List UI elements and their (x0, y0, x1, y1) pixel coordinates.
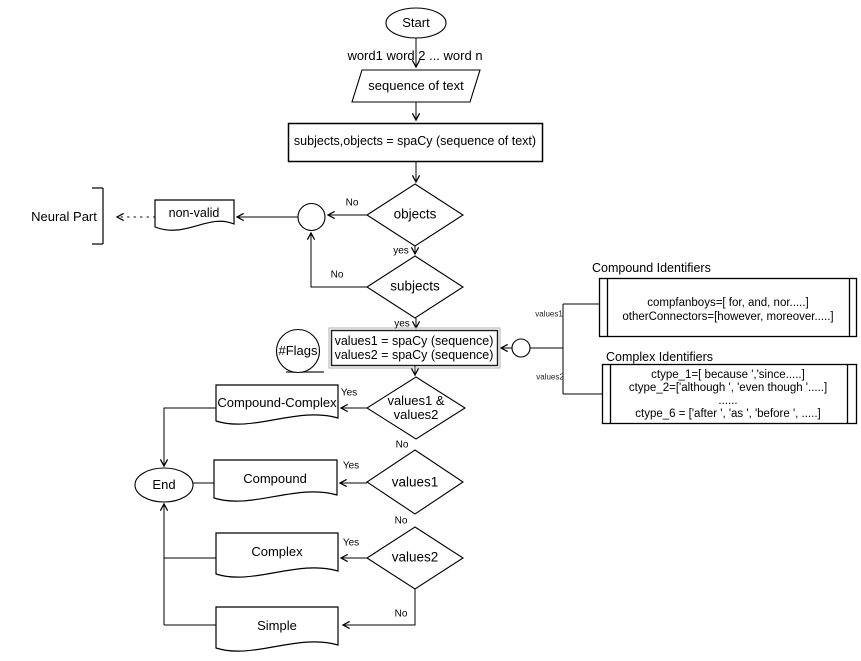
values2-decision-label: values2 (391, 549, 439, 565)
flags-circle (275, 328, 321, 374)
subjects-decision-diamond (365, 255, 465, 319)
complex-identifiers-box (601, 363, 858, 425)
flags-label: #Flags (278, 342, 318, 358)
complex-label: Complex (251, 543, 303, 559)
neural-part-bracket (92, 187, 104, 245)
start-label: Start (402, 14, 430, 30)
values2-ref-label: values2 (536, 372, 564, 382)
both-no-label: No (395, 439, 409, 451)
compound-complex-document (215, 384, 339, 425)
complex-document (215, 532, 339, 578)
end-label: End (152, 476, 176, 492)
complex-identifiers-line: ctype_2=['although ', 'even though '....… (628, 382, 828, 394)
compound-identifiers-line: compfanboys=[ for, and, nor.....] (647, 297, 809, 309)
objects-decision-diamond (365, 183, 465, 247)
values2-yes-label: Yes (342, 537, 360, 549)
complex-identifiers-line: ctype_6 = ['after ', 'as ', 'before ', .… (635, 408, 821, 420)
values-process-rect (330, 329, 499, 367)
edge-cc-to-end (164, 407, 216, 466)
compound-label: Compound (243, 470, 307, 486)
complex-identifiers-title: Complex Identifiers (606, 350, 713, 365)
values1-decision-label: values1 (391, 474, 439, 490)
input-parallelogram (351, 69, 481, 103)
objects-decision-label: objects (393, 206, 437, 222)
edge-values2-no (343, 589, 416, 625)
edge-subjects-no (311, 233, 367, 288)
simple-label: Simple (257, 617, 297, 633)
compound-complex-label: Compound-Complex (217, 394, 337, 410)
spacy-process-rect (287, 122, 544, 163)
values-process-outline (328, 327, 501, 369)
complex-identifiers-line: ...... (718, 395, 738, 407)
complex-identifiers-list: ctype_1=[ because ','since.....] ctype_2… (629, 369, 827, 421)
values-junction-circle (511, 338, 531, 358)
subjects-no-label: No (330, 269, 344, 281)
both-values-line2: values2 (393, 407, 439, 422)
compound-identifiers-box (598, 277, 858, 338)
connector-lines (117, 38, 602, 625)
values-assign-label: values1 = spaCy (sequence) values2 = spa… (335, 334, 494, 362)
spacy-extract-label: subjects,objects = spaCy (sequence of te… (293, 134, 537, 149)
values1-decision-diamond (366, 449, 464, 515)
end-node (134, 467, 194, 503)
junction-circle (297, 202, 326, 232)
compound-identifiers-title: Compound Identifiers (592, 261, 711, 276)
compound-identifiers-list: compfanboys=[ for, and, nor.....] otherC… (622, 296, 833, 324)
sequence-of-text-label: sequence of text (368, 77, 464, 93)
values2-decision-diamond (365, 526, 465, 590)
values2-no-label: No (394, 608, 408, 620)
values1-no-label: No (394, 515, 408, 527)
objects-no-label: No (345, 197, 359, 209)
input-words-label: word1 word 2 ... word n (347, 47, 483, 63)
both-values-decision-label: values1 & values2 (387, 394, 444, 422)
objects-yes-label: yes (393, 245, 409, 257)
subjects-decision-label: subjects (390, 278, 440, 294)
values1-ref-label: values1 (535, 309, 563, 319)
non-valid-label: non-valid (168, 206, 220, 221)
simple-document (215, 606, 339, 652)
values1-yes-label: Yes (342, 460, 360, 472)
neural-part-label: Neural Part (31, 208, 97, 224)
non-valid-document (154, 199, 235, 231)
complex-identifiers-line: ctype_1=[ because ','since.....] (651, 369, 805, 381)
compound-identifiers-line: otherConnectors=[however, moreover.....] (622, 311, 834, 323)
start-node (385, 7, 447, 39)
values-assign-line2: values2 = spaCy (sequence) (334, 348, 494, 362)
compound-document (213, 459, 338, 502)
both-values-line1: values1 & (387, 393, 445, 408)
subjects-yes-label: yes (394, 318, 410, 330)
values-assign-line1: values1 = spaCy (sequence) (334, 334, 494, 348)
both-values-decision-diamond (365, 376, 467, 440)
both-yes-label: Yes (340, 387, 358, 399)
